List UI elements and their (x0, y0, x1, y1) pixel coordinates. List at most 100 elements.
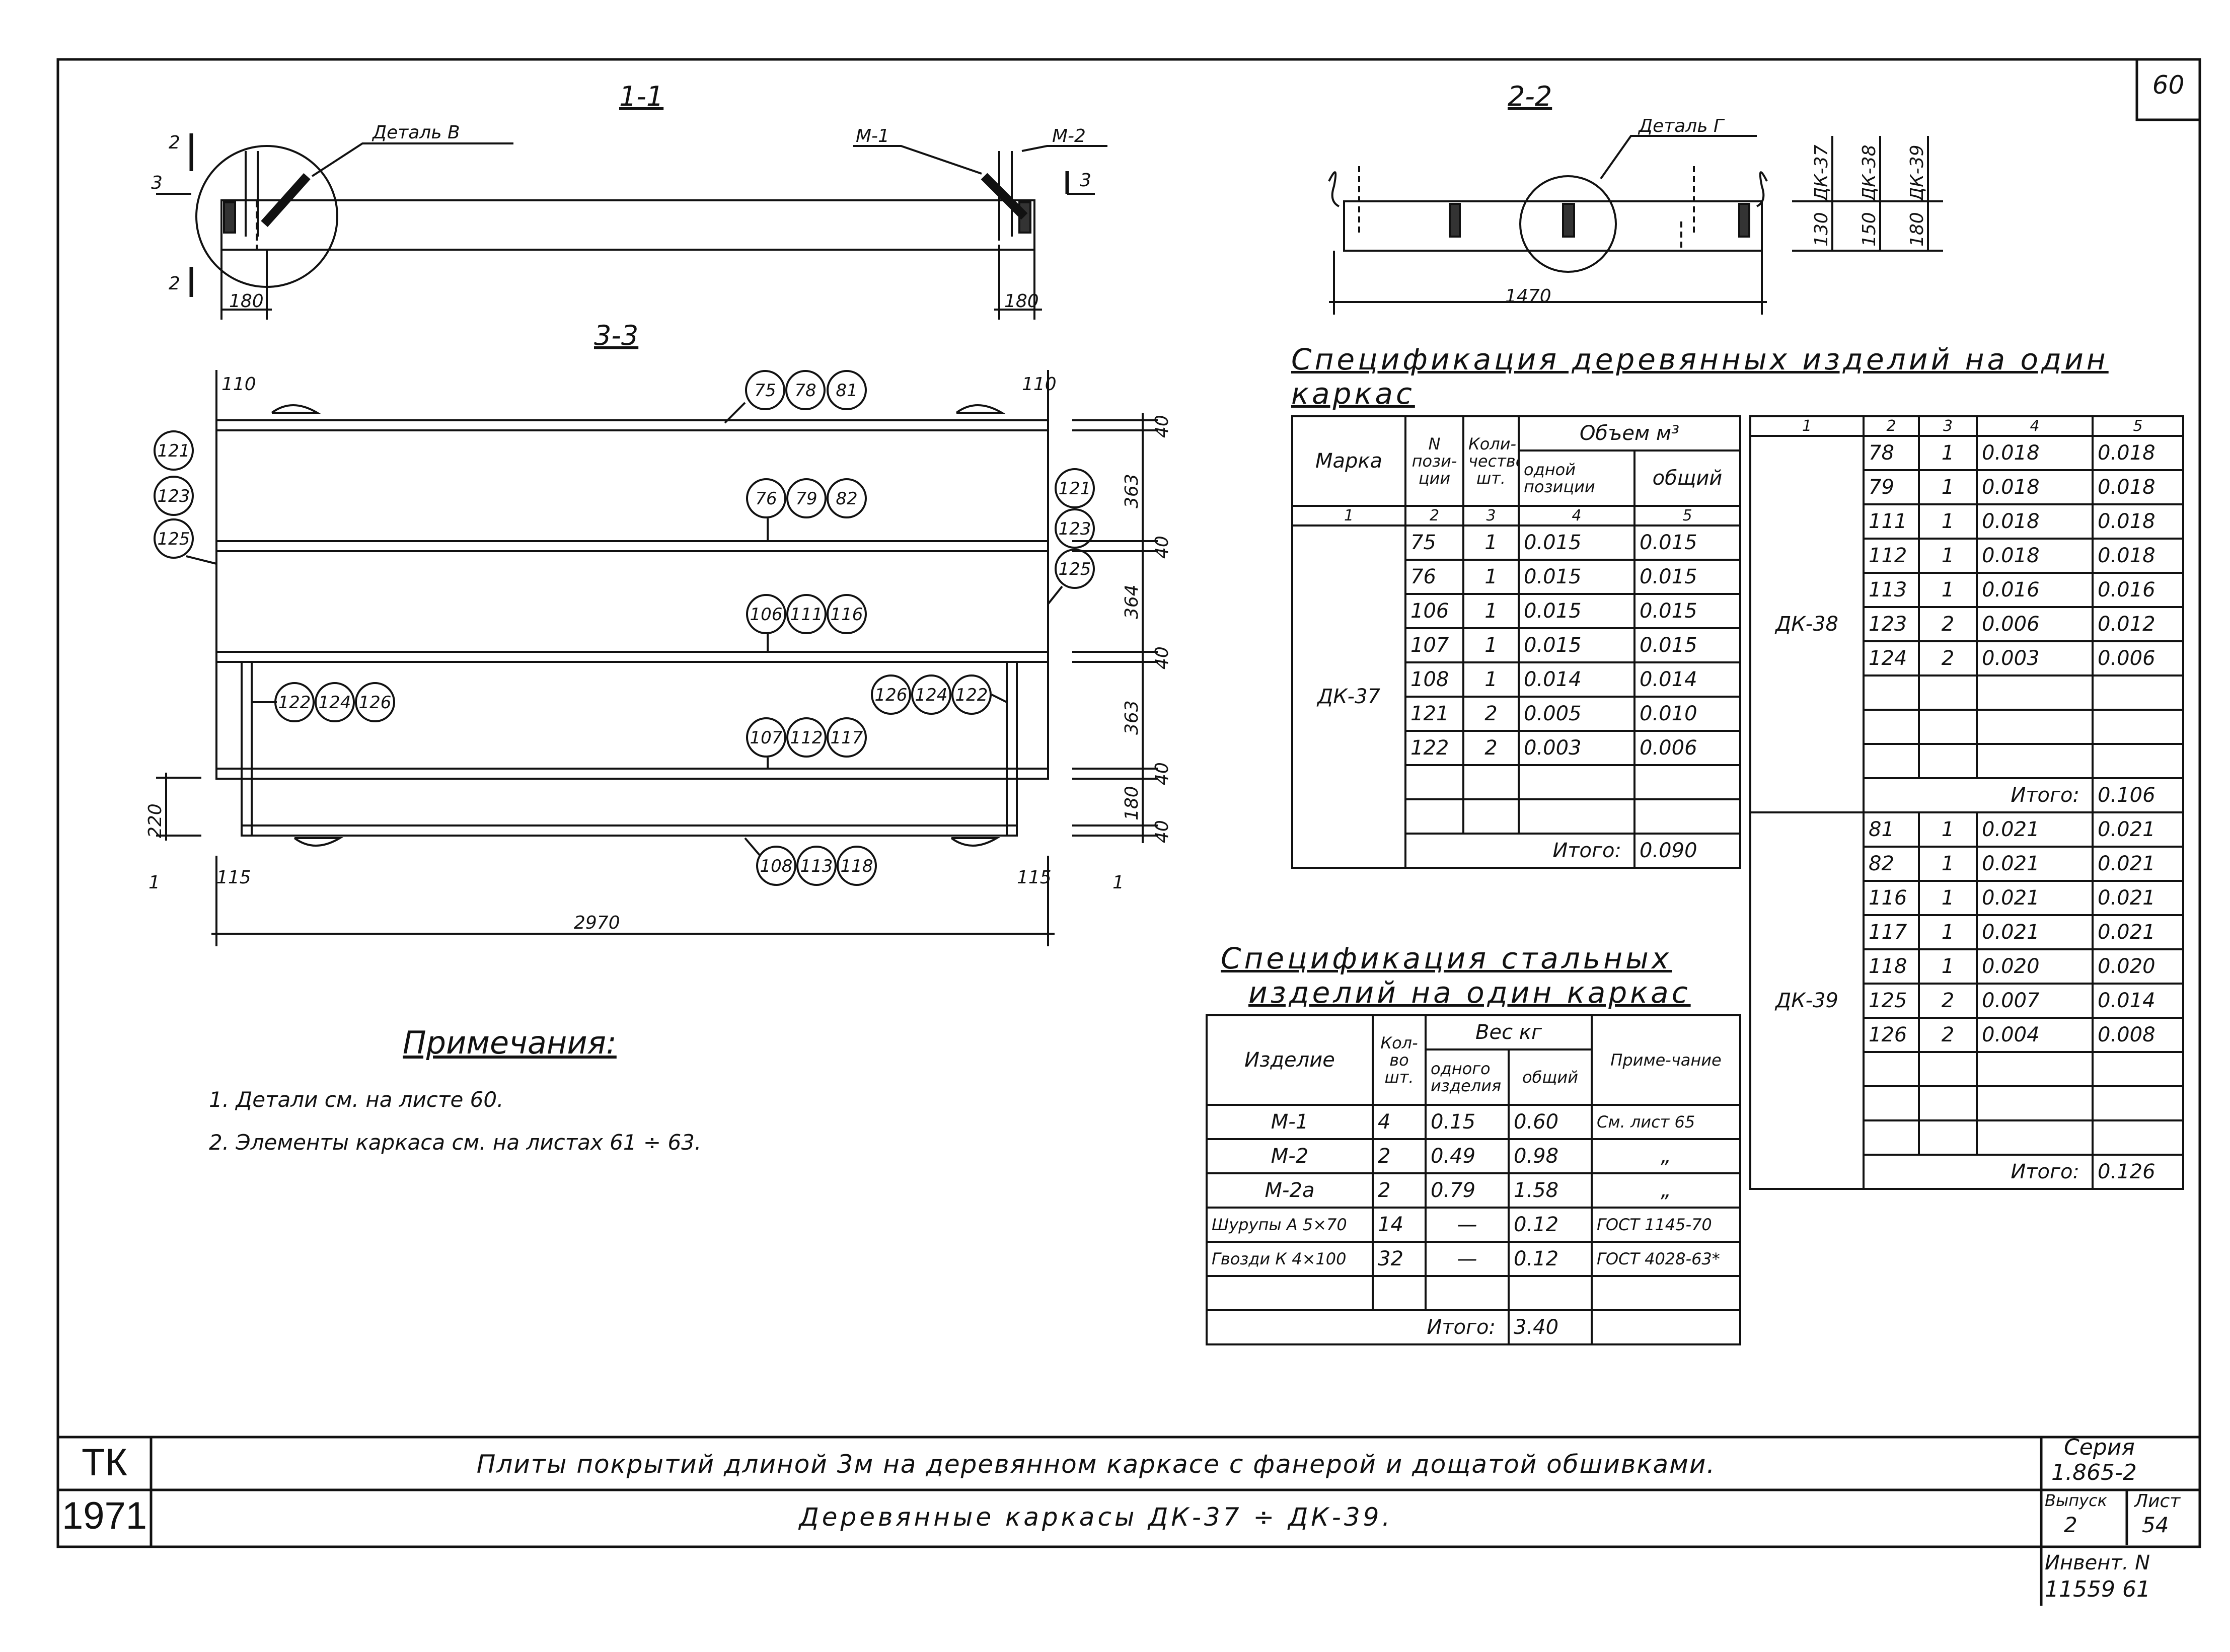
pos-124-inner-left: 124 (319, 693, 351, 713)
cell: 1 (1918, 948, 1978, 985)
height-180: 180 (1907, 212, 1927, 247)
total-dk39: 0.126 (2092, 1154, 2184, 1190)
cell: М-2 (1206, 1138, 1374, 1174)
series-value: 1.865-2 (2051, 1460, 2137, 1485)
sheet-number-box (2135, 58, 2201, 121)
idx-4: 4 (1518, 505, 1636, 527)
cell: 1 (1462, 593, 1520, 629)
cell: 106 (1404, 593, 1464, 629)
note-1: 1. Детали см. на листе 60. (209, 1087, 504, 1112)
steel-spec-title-2: изделий на один каркас (1248, 975, 1691, 1010)
steel-hdr-item: Изделие (1206, 1014, 1374, 1106)
rdim-0: 40 (1152, 415, 1172, 438)
title-block-lines (58, 1436, 2200, 1606)
title-sub: Деревянные каркасы ДК-37 ÷ ДК-39. (799, 1503, 1393, 1532)
cell: 107 (1404, 627, 1464, 663)
dim-115-right: 115 (1017, 867, 1052, 888)
steel-hdr-per-item: одного изделия (1425, 1048, 1510, 1106)
cell: 0.014 (2092, 983, 2184, 1019)
cell: 2 (1462, 730, 1520, 766)
cell: 0.012 (2092, 606, 2184, 642)
pos-76: 76 (755, 489, 777, 509)
rdim-8: 40 (1152, 820, 1172, 843)
pos-113: 113 (800, 856, 833, 876)
total-label-dk39: Итого: (1863, 1154, 2094, 1190)
cell: 78 (1863, 435, 1920, 471)
steel-hdr-total: общий (1508, 1048, 1593, 1106)
cell: 1 (1918, 846, 1978, 882)
idx-r-1: 1 (1749, 415, 1865, 437)
pos-112: 112 (790, 728, 823, 748)
issue-label: Выпуск (2045, 1491, 2107, 1510)
cell: 0.015 (1633, 559, 1741, 595)
cell: 1 (1918, 572, 1978, 608)
cell: 1 (1918, 811, 1978, 848)
table-row-empty (1750, 1051, 2184, 1087)
cell: 1 (1918, 435, 1978, 471)
pos-116: 116 (831, 605, 863, 625)
pos-118: 118 (841, 856, 873, 876)
cell: 0.018 (2092, 469, 2184, 505)
cell: 0.014 (1518, 661, 1636, 698)
pos-75: 75 (754, 381, 776, 401)
table-row-empty (1292, 798, 1741, 835)
cell: 0.015 (1518, 627, 1636, 663)
sheet-value: 54 (2142, 1513, 2169, 1537)
wood-spec-table-left: Марка N пози-ции Коли-чество шт. Объем м… (1291, 415, 1741, 869)
cell: 1 (1918, 503, 1978, 540)
cell: 122 (1404, 730, 1464, 766)
cell: 0.60 (1508, 1104, 1593, 1140)
cut-3-left: 3 (151, 173, 163, 193)
cell: 79 (1863, 469, 1920, 505)
steel-hdr-weight: Вес кг (1425, 1014, 1593, 1050)
cell: 0.003 (1518, 730, 1636, 766)
cell: М-1 (1206, 1104, 1374, 1140)
cell: 0.006 (1976, 606, 2094, 642)
total-dk38: 0.106 (2092, 777, 2184, 813)
cell: 0.021 (2092, 811, 2184, 848)
cell: 0.016 (2092, 572, 2184, 608)
cell: 4 (1372, 1104, 1427, 1140)
rdim-5: 363 (1122, 700, 1142, 735)
cell: 0.021 (2092, 846, 2184, 882)
table-row-empty (1206, 1275, 1741, 1311)
total-row: Итого: 0.090 (1292, 833, 1741, 869)
cell: 0.015 (1633, 627, 1741, 663)
rdim-3: 364 (1122, 584, 1142, 619)
cell: 0.015 (1633, 593, 1741, 629)
wood-spec-title: Спецификация деревянных изделий на один … (1291, 342, 2109, 411)
cell: 1 (1918, 880, 1978, 916)
steel-total-label: Итого: (1206, 1309, 1510, 1345)
pos-121-left: 121 (158, 441, 190, 461)
cell: 117 (1863, 914, 1920, 950)
notes-title: Примечания: (403, 1024, 617, 1061)
cell: 123 (1863, 606, 1920, 642)
steel-spec-table: Изделие Кол-во шт. Вес кг Приме-чание од… (1206, 1014, 1741, 1345)
cell: 0.010 (1633, 696, 1741, 732)
pos-111: 111 (790, 605, 823, 625)
cell: 1 (1918, 538, 1978, 574)
cell: 0.021 (1976, 846, 2094, 882)
cell: Шурупы А 5×70 (1206, 1207, 1374, 1243)
total-row: Итого: 0.126 (1750, 1154, 2184, 1190)
cell: 0.015 (1518, 593, 1636, 629)
dim-110-left: 110 (221, 374, 256, 395)
pos-82: 82 (836, 489, 857, 509)
cell: 2 (1372, 1172, 1427, 1209)
rdim-4: 40 (1152, 646, 1172, 669)
pos-79: 79 (795, 489, 817, 509)
cell: 0.021 (2092, 914, 2184, 950)
pos-78: 78 (794, 381, 816, 401)
pos-121-right: 121 (1059, 479, 1091, 499)
cell: „ (1591, 1172, 1741, 1209)
table-row-empty (1750, 674, 2184, 711)
cell: 0.014 (1633, 661, 1741, 698)
